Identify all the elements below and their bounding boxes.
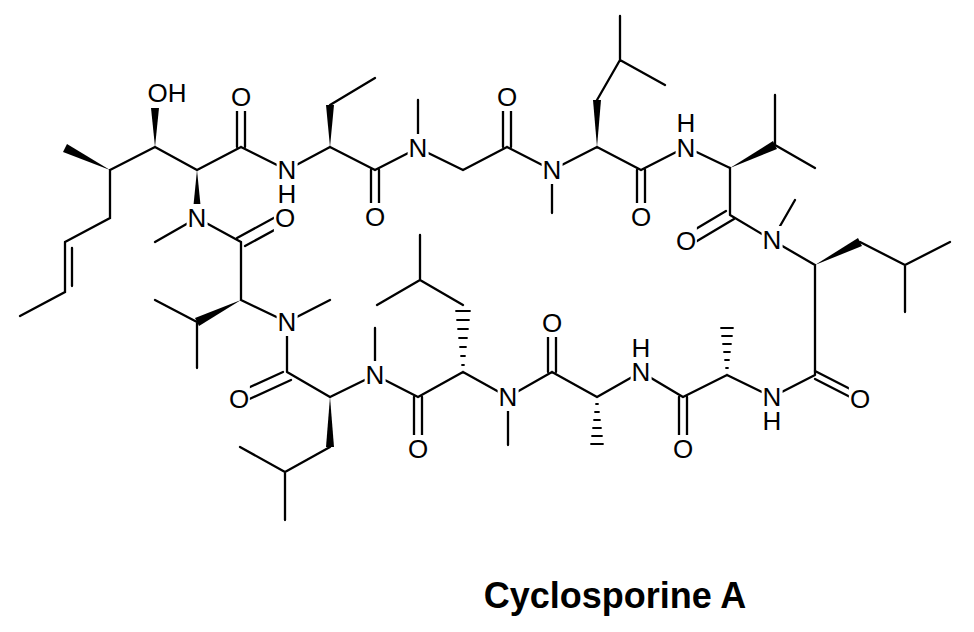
atom-label: OH	[147, 79, 188, 107]
atom-label: O	[541, 309, 563, 337]
atom-label: N	[365, 361, 386, 389]
atom-label: O	[849, 385, 871, 413]
atom-label: O	[675, 227, 697, 255]
atom-label: N	[676, 134, 697, 162]
atom-label: O	[672, 435, 694, 463]
atom-label: N	[542, 156, 563, 184]
atom-label: O	[496, 83, 518, 111]
wedge-bonds	[63, 100, 862, 447]
atom-label: O	[230, 83, 252, 111]
atom-label: H	[676, 109, 697, 137]
atom-label: H	[762, 407, 783, 435]
atom-label: O	[630, 203, 652, 231]
hashed-bonds	[456, 311, 733, 444]
atom-label: O	[364, 203, 386, 231]
atom-label: O	[407, 435, 429, 463]
double-bonds	[72, 100, 858, 447]
atom-label: N	[277, 308, 298, 336]
atom-label: O	[274, 204, 296, 232]
atom-label: N	[408, 134, 429, 162]
atom-label: N	[631, 358, 652, 386]
atom-label: O	[228, 385, 250, 413]
atom-label: N	[498, 383, 519, 411]
atom-label: N	[187, 204, 208, 232]
single-bonds	[20, 16, 950, 520]
compound-name: Cyclosporine A	[484, 576, 747, 616]
atom-label: N	[762, 226, 783, 254]
